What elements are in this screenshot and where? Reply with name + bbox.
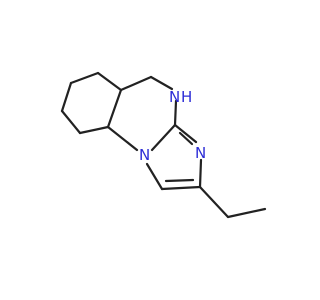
bond-c8a-n-imine-double: [178, 131, 194, 146]
bond-c3-n-bridge: [145, 162, 164, 191]
bond-c1-ch2: [119, 75, 153, 92]
bond-c2-c3: [69, 71, 100, 85]
bond-n-bridge-c8a: [150, 123, 177, 152]
bond-nh-c8a: [173, 99, 178, 127]
bond-c4-c5: [60, 109, 82, 135]
structure-diagram: N H N N: [60, 71, 267, 219]
bond-c1-c2: [96, 71, 123, 92]
atom-n-imine: N: [195, 144, 206, 162]
bond-ch2-nh: [149, 75, 174, 91]
bond-c2-c3: [160, 185, 202, 191]
atom-nh-n: N: [169, 88, 180, 106]
bond-c3-c4: [60, 81, 73, 113]
bond-c2-c3-double: [164, 178, 195, 183]
bond-c6-n-bridge: [106, 125, 139, 152]
bond-c5-c6: [78, 125, 110, 135]
bond-ethyl-ch2-ch3: [226, 207, 267, 219]
bond-c2-ethyl-ch2: [198, 185, 230, 219]
molecule-canvas: N H N N: [60, 71, 267, 219]
atom-n-bridge: N: [139, 146, 150, 164]
atom-nh-h: H: [181, 88, 192, 106]
bond-n-imine-c2: [198, 158, 203, 189]
bond-c8a-n-imine: [173, 123, 198, 144]
bond-c6-c1: [106, 88, 123, 129]
